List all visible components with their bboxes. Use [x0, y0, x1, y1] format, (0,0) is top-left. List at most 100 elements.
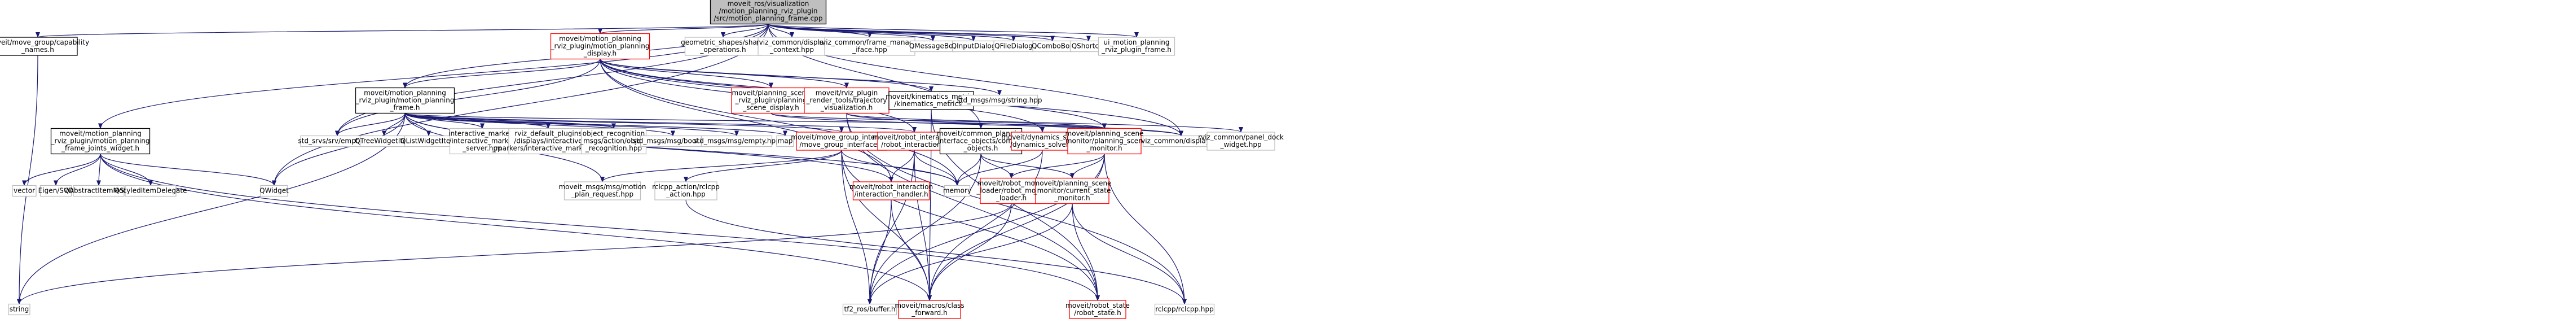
- node-qcombobox[interactable]: QComboBox: [1032, 40, 1073, 53]
- node-box: [824, 37, 915, 56]
- node-label-line: /interactive_marker: [449, 137, 515, 145]
- node-rviz-common-display[interactable]: rviz_common/display.hpp: [1138, 135, 1224, 147]
- node-motion-planning-frame-h[interactable]: moveit/motion_planning_rviz_plugin/motio…: [355, 87, 455, 114]
- node-rclcpp[interactable]: rclcpp/rclcpp.hpp: [1154, 303, 1215, 316]
- node-label-line: _rviz_plugin/planning: [735, 97, 807, 104]
- edge-root-to-motion-planning-display-h: [598, 23, 769, 34]
- edge-planning-scene-monitor-to-current-state-monitor: [1070, 154, 1105, 179]
- edge-frame-joints-widget-to-robot-state: [100, 154, 1100, 301]
- node-current-state-monitor[interactable]: moveit/planning_scene_monitor/current_st…: [1033, 177, 1112, 204]
- node-box: [877, 132, 952, 151]
- edge-root-to-capability-names: [36, 23, 769, 38]
- node-class-forward[interactable]: moveit/macros/class_forward.h: [895, 300, 965, 319]
- node-box: [39, 185, 72, 197]
- edge-motion-planning-display-h-to-memory: [600, 59, 959, 186]
- node-label-line: std_srvs/srv/empty.hpp: [298, 137, 377, 145]
- node-dynamics-solver[interactable]: moveit/dynamics_solver/dynamics_solver.h: [1001, 132, 1084, 151]
- edge-motion-planning-frame-h-to-map: [404, 112, 787, 137]
- node-robot-model-loader[interactable]: moveit/robot_model_loader/robot_model_lo…: [976, 177, 1046, 204]
- edge-root-to-ui-frame: [768, 23, 1139, 38]
- node-kinematics-metrics[interactable]: moveit/kinematics_metrics/kinematics_met…: [886, 91, 977, 110]
- node-planning-scene-display[interactable]: moveit/planning_scene_rviz_plugin/planni…: [731, 87, 811, 114]
- node-panel-dock-widget[interactable]: rviz_common/panel_dock_widget.hpp: [1198, 132, 1284, 151]
- edge-current-state-monitor-to-rclcpp: [1072, 203, 1187, 305]
- node-string[interactable]: string: [8, 303, 30, 316]
- node-planning-scene-monitor[interactable]: moveit/planning_scene_monitor/planning_s…: [1062, 128, 1147, 155]
- node-label-line: moveit/motion_planning: [59, 130, 142, 138]
- node-map[interactable]: map: [776, 135, 794, 147]
- edge-move-group-interface-to-motion-plan-request: [600, 150, 842, 182]
- node-frame-joints-widget[interactable]: moveit/motion_planning_rviz_plugin/motio…: [51, 128, 151, 155]
- node-display-context[interactable]: rviz_common/display_context.hpp: [756, 37, 828, 56]
- node-capability-names[interactable]: moveit/move_group/capability_names.h: [0, 37, 89, 56]
- node-std-srvs-empty[interactable]: std_srvs/srv/empty.hpp: [298, 135, 377, 147]
- node-label-line: rclcpp_action/rclcpp: [652, 183, 720, 191]
- node-eigen-svd[interactable]: Eigen/SVD: [38, 185, 74, 197]
- node-label-line: _operations.h: [699, 46, 746, 54]
- node-qwidget[interactable]: QWidget: [259, 185, 289, 197]
- node-qshortcut[interactable]: QShortcut: [1069, 40, 1108, 53]
- edge-root-to-qshortcut: [768, 23, 1091, 42]
- node-geometric-shapes[interactable]: geometric_shapes/shape_operations.h: [681, 37, 765, 56]
- node-qstyleditemdelegate[interactable]: QStyledItemDelegate: [115, 185, 187, 197]
- edge-motion-planning-frame-h-to-planning-scene-monitor: [404, 112, 1107, 129]
- node-label-line: ui_motion_planning: [1103, 38, 1169, 46]
- node-qlistwidgetitem[interactable]: QListWidgetItem: [400, 135, 457, 147]
- node-label-line: _names.h: [21, 46, 54, 54]
- node-vector[interactable]: vector: [12, 185, 37, 197]
- node-move-group-interface[interactable]: moveit/move_group_interface/move_group_i…: [791, 132, 892, 151]
- node-box: [355, 87, 455, 114]
- node-label-line: _monitor.h: [1086, 145, 1122, 152]
- node-box: [8, 303, 30, 316]
- node-std-msgs-empty[interactable]: std_msgs/msg/empty.hpp: [693, 135, 780, 147]
- node-label-line: moveit/common_planning: [937, 130, 1025, 138]
- node-label-line: rviz_common/display: [756, 38, 828, 46]
- node-interactive-marker-server[interactable]: interactive_markers/interactive_marker_s…: [448, 128, 516, 155]
- node-interaction-handler[interactable]: moveit/robot_interaction/interaction_han…: [849, 181, 933, 200]
- node-frame-manager[interactable]: rviz_common/frame_manager_iface.hpp: [819, 37, 921, 56]
- node-box: [1035, 177, 1109, 204]
- node-std-msgs-bool[interactable]: std_msgs/msg/bool.hpp: [633, 135, 713, 147]
- node-memory[interactable]: memory: [943, 185, 971, 197]
- node-label-line: QStyledItemDelegate: [115, 187, 187, 195]
- node-label-line: _rviz_plugin/motion_planning: [355, 97, 455, 104]
- node-label-line: moveit/motion_planning: [559, 35, 641, 43]
- node-label-line: std_msgs/msg/empty.hpp: [693, 137, 780, 145]
- node-trajectory-visualization[interactable]: moveit/rviz_plugin_render_tools/trajecto…: [804, 87, 890, 114]
- node-robot-interaction-h[interactable]: moveit/robot_interaction/robot_interacti…: [873, 132, 956, 151]
- edge-common-planning-interface-to-tf2-buffer: [868, 154, 981, 305]
- node-label-line: _recognition.hpp: [585, 145, 642, 152]
- edge-planning-scene-display-to-rviz-common-display: [770, 112, 1183, 137]
- node-label-line: _visualization.h: [820, 104, 873, 112]
- node-label-line: moveit/move_group/capability: [0, 38, 89, 46]
- node-label-line: _render_tools/trajectory: [806, 97, 887, 104]
- node-std-msgs-string[interactable]: std_msgs/msg/string.hpp: [957, 94, 1042, 107]
- node-rviz-default-plugins[interactable]: rviz_default_plugins/displays/interactiv…: [492, 128, 604, 155]
- node-label-line: QMessageBox: [909, 42, 957, 50]
- node-label-line: interactive_markers: [448, 130, 516, 138]
- node-box: [852, 181, 930, 200]
- node-label-line: QShortcut: [1072, 42, 1106, 50]
- edge-move-group-interface-to-robot-state: [841, 150, 1100, 301]
- node-qinputdialog[interactable]: QInputDialog: [952, 40, 996, 53]
- node-box: [898, 300, 961, 319]
- edge-robot-interaction-h-to-memory: [914, 150, 959, 186]
- edge-frame-joints-widget-to-qstyleditemdelegate: [100, 154, 153, 186]
- node-motion-plan-request[interactable]: moveit_msgs/msg/motion_plan_request.hpp: [558, 181, 646, 200]
- node-label-line: QWidget: [259, 187, 289, 195]
- node-motion-planning-display-h[interactable]: moveit/motion_planning_rviz_plugin/motio…: [551, 33, 650, 60]
- node-label-line: _msgs/action/object: [579, 137, 648, 145]
- node-qabstractitemmodel[interactable]: QAbstractItemModel: [64, 185, 134, 197]
- node-tf2-buffer[interactable]: tf2_ros/buffer.h: [842, 303, 897, 316]
- node-root[interactable]: moveit_ros/visualization/motion_planning…: [710, 0, 827, 25]
- node-common-planning-interface[interactable]: moveit/common_planning_interface_objects…: [933, 128, 1028, 155]
- node-label-line: _monitor.h: [1054, 194, 1090, 202]
- node-rclcpp-action[interactable]: rclcpp_action/rclcpp_action.hpp: [652, 181, 720, 200]
- node-qmessagebox[interactable]: QMessageBox: [909, 40, 957, 53]
- node-box: [842, 303, 897, 316]
- node-robot-state[interactable]: moveit/robot_state/robot_state.h: [1065, 300, 1130, 319]
- node-ui-frame[interactable]: ui_motion_planning_rviz_plugin_frame.h: [1098, 37, 1175, 56]
- node-object-recognition[interactable]: object_recognition_msgs/action/object_re…: [579, 128, 648, 155]
- edge-root-to-geometric-shapes: [721, 24, 769, 38]
- node-qfiledialog[interactable]: QFileDialog: [993, 40, 1034, 53]
